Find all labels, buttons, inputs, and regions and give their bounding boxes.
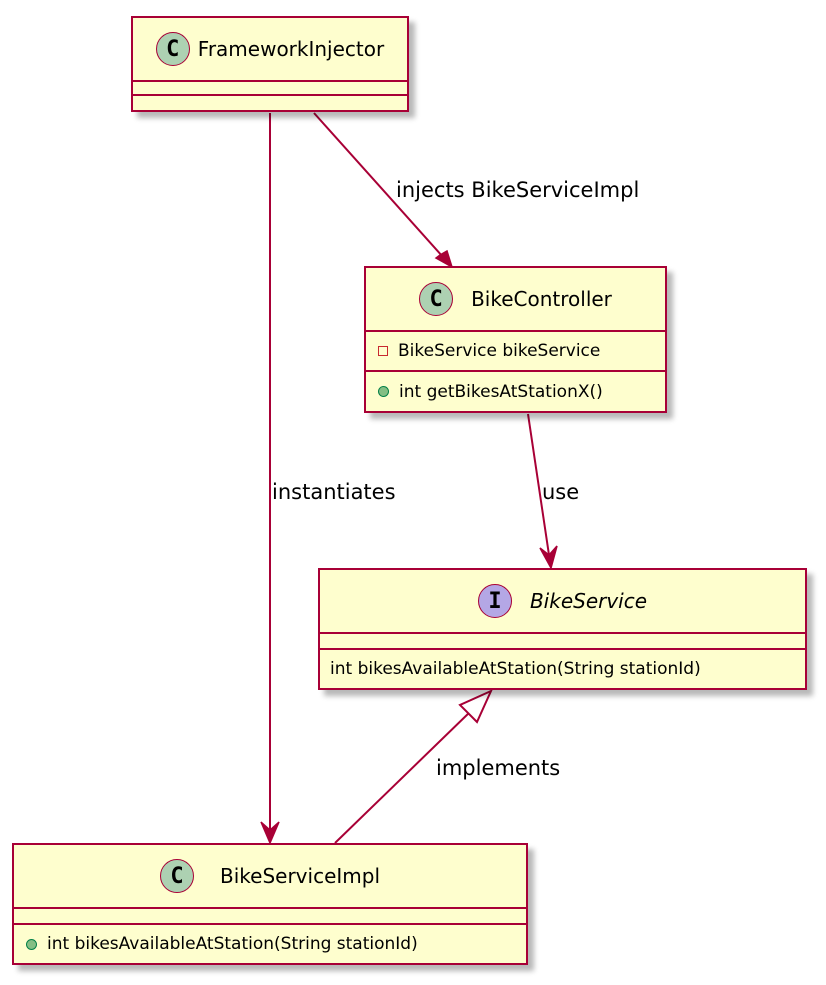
method-text: int bikesAvailableAtStation(String stati… [47,934,418,954]
class-name: BikeServiceImpl [220,864,380,888]
edge-use [527,413,550,556]
edge-injects [313,112,444,258]
class-methods: int bikesAvailableAtStation(String stati… [14,925,526,963]
edge-label-instantiates: instantiates [272,480,396,504]
interface-header: I BikeService [320,570,805,634]
edge-implements-arrowhead [458,688,494,724]
class-methods-empty [133,96,407,110]
interface-i-icon: I [477,584,512,618]
interface-fields-empty [320,634,805,650]
class-header: C BikeController [366,268,665,332]
field-row: BikeService bikeService [366,332,665,370]
class-name: BikeController [471,287,612,311]
class-header: C FrameworkInjector [133,18,407,82]
edge-instantiates-arrowhead [260,821,280,845]
edge-label-implements: implements [436,756,561,780]
interface-bike-service[interactable]: I BikeService int bikesAvailableAtStatio… [318,568,807,690]
class-fields-empty [133,82,407,96]
edge-label-use: use [542,480,580,504]
class-bike-controller[interactable]: C BikeController BikeService bikeService… [364,266,667,413]
method-text: int bikesAvailableAtStation(String stati… [330,659,701,679]
class-c-icon: C [160,859,194,893]
method-row: int bikesAvailableAtStation(String stati… [320,650,805,688]
class-fields-empty [14,909,526,925]
edge-use-arrowhead [539,545,558,570]
method-row: int getBikesAtStationX() [366,372,665,411]
class-bike-service-impl[interactable]: C BikeServiceImpl int bikesAvailableAtSt… [12,843,528,965]
public-visibility-icon [26,938,37,950]
method-row: int bikesAvailableAtStation(String stati… [14,925,526,963]
private-visibility-icon [378,346,388,356]
method-text: int getBikesAtStationX() [399,381,603,402]
class-framework-injector[interactable]: C FrameworkInjector [131,16,409,112]
edge-injects-arrowhead [434,249,454,269]
class-c-icon: C [155,32,190,66]
interface-name: BikeService [529,589,648,613]
class-header: C BikeServiceImpl [14,845,526,909]
edge-implements [334,709,473,844]
class-methods: int getBikesAtStationX() [366,372,665,411]
class-c-icon: C [419,282,454,316]
edge-label-injects: injects BikeServiceImpl [396,178,640,202]
field-text: BikeService bikeService [398,341,601,361]
class-name: FrameworkInjector [197,37,385,61]
class-fields: BikeService bikeService [366,332,665,372]
public-visibility-icon [378,386,389,397]
interface-methods: int bikesAvailableAtStation(String stati… [320,650,805,688]
